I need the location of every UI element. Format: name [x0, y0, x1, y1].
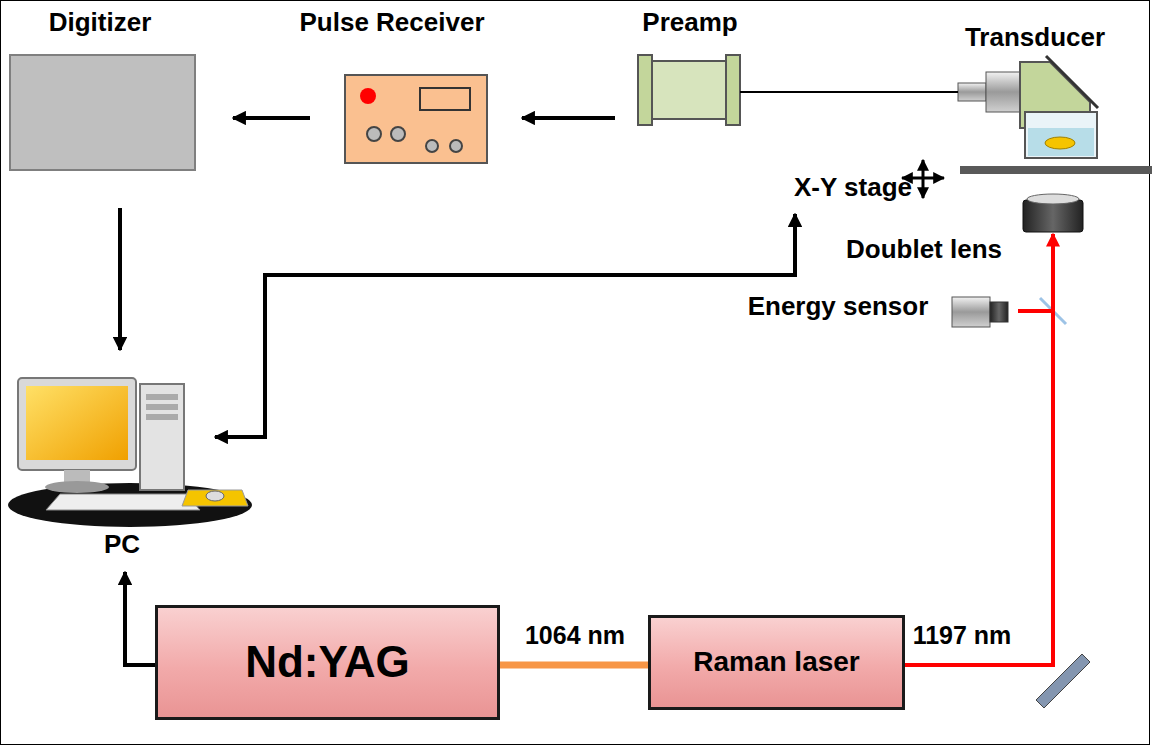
- node-label: Preamp: [642, 8, 737, 38]
- receiver-led: [360, 88, 376, 104]
- device-node: X-Y stage: [780, 162, 1152, 202]
- node-label: Digitizer: [49, 8, 152, 38]
- water-dish: [1025, 112, 1097, 158]
- receiver-knob: [426, 140, 438, 152]
- receiver-display: [420, 88, 470, 110]
- keyboard: [46, 494, 200, 510]
- receiver-knob: [391, 127, 405, 141]
- device-node: Doublet lens: [835, 188, 1093, 266]
- drive-slot: [146, 414, 178, 420]
- node-label: PC: [104, 530, 140, 560]
- preamp-cap: [638, 55, 652, 125]
- node-label: Nd:YAG: [245, 637, 410, 688]
- device-node: Transducer: [950, 20, 1115, 162]
- drive-slot: [146, 404, 178, 410]
- device-node: PC: [5, 370, 255, 560]
- receiver-knob: [450, 140, 462, 152]
- drive-slot: [146, 394, 178, 400]
- signal-arrow: [522, 116, 615, 120]
- wavelength-label: 1197 nm: [911, 622, 1014, 650]
- monitor: [18, 378, 136, 470]
- receiver-knob: [367, 127, 381, 141]
- screen: [26, 386, 128, 460]
- node-label: X-Y stage: [794, 173, 912, 203]
- signal-arrow: [118, 208, 122, 350]
- water: [1028, 128, 1094, 156]
- device-node: Pulse Receiver: [280, 5, 505, 165]
- digitizer-box: [10, 55, 195, 170]
- sensor-body: [952, 297, 990, 327]
- signal-arrow: [740, 91, 958, 93]
- preamp-cap: [726, 55, 740, 125]
- node-label: Pulse Receiver: [299, 8, 484, 38]
- receiver-body: [345, 75, 487, 163]
- device-node: Energy sensor: [735, 290, 1015, 330]
- node-label: Transducer: [965, 23, 1105, 53]
- transducer-connector: [958, 83, 986, 101]
- lens-mount: [1023, 200, 1083, 232]
- node-label: Raman laser: [693, 646, 860, 678]
- stage-bar: [960, 166, 1152, 174]
- sample: [1045, 137, 1075, 149]
- mouse: [206, 491, 224, 501]
- pc-tower: [140, 384, 184, 490]
- signal-arrow: [125, 572, 155, 665]
- laser-box: Nd:YAG: [155, 605, 500, 720]
- preamp-body: [650, 61, 728, 119]
- pc-shadow: [8, 483, 252, 527]
- node-label: Energy sensor: [748, 292, 929, 322]
- reflector: [1046, 56, 1098, 108]
- laser-box: Raman laser: [648, 615, 905, 710]
- lens: [1027, 194, 1079, 204]
- device-node: Digitizer: [8, 5, 198, 173]
- device-node: Preamp: [628, 5, 750, 127]
- laser-beam: [500, 662, 648, 669]
- node-label: Doublet lens: [846, 235, 1002, 265]
- sensor-head: [990, 302, 1008, 322]
- wavelength-label: 1064 nm: [523, 622, 627, 650]
- laser-beam: [905, 311, 1053, 665]
- transducer-body: [986, 72, 1020, 112]
- monitor-foot: [45, 481, 109, 493]
- mirror: [1036, 654, 1090, 708]
- mouse-pad: [182, 490, 248, 506]
- signal-arrow: [215, 214, 795, 437]
- y-arrow: [922, 160, 925, 198]
- signal-arrow: [233, 116, 310, 120]
